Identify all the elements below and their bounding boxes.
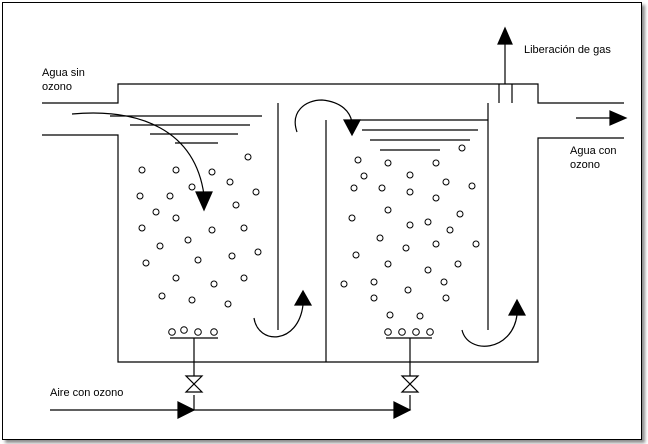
left-u-arrowhead xyxy=(293,289,313,306)
inlet-label-line2: ozono xyxy=(42,81,72,93)
transfer-flow-arrowhead xyxy=(343,119,361,137)
left-u-arrow xyxy=(253,304,304,338)
tank-outline xyxy=(42,83,624,363)
gas-release-arrowhead xyxy=(497,26,513,45)
outlet-arrowhead xyxy=(609,110,628,126)
bubbles-right xyxy=(340,144,480,336)
roof-and-inlet-top xyxy=(42,83,624,104)
right-u-arrow xyxy=(461,314,518,347)
transfer-flow-arrow xyxy=(294,99,353,133)
inlet-label-line1: Agua sin xyxy=(42,67,85,79)
right-u-arrowhead xyxy=(508,298,526,316)
gas-release-label: Liberación de gas xyxy=(524,44,611,56)
outlet-label-line2: ozono xyxy=(570,159,600,171)
tank-walls-and-outlet-bottom xyxy=(42,134,624,363)
inlet-flow-arrowhead xyxy=(195,191,213,212)
ozone-air-label: Aire con ozono xyxy=(50,387,124,399)
outlet-label-line1: Agua con xyxy=(570,145,617,157)
water-surface-left xyxy=(110,115,262,144)
valve-right xyxy=(400,375,420,393)
ozone-air-supply xyxy=(50,337,432,419)
valve-left xyxy=(184,375,204,393)
water-surface-right xyxy=(350,119,488,151)
inlet-flow-arrow xyxy=(71,112,205,196)
bubbles-left xyxy=(136,153,262,336)
diagram-frame xyxy=(2,2,642,440)
